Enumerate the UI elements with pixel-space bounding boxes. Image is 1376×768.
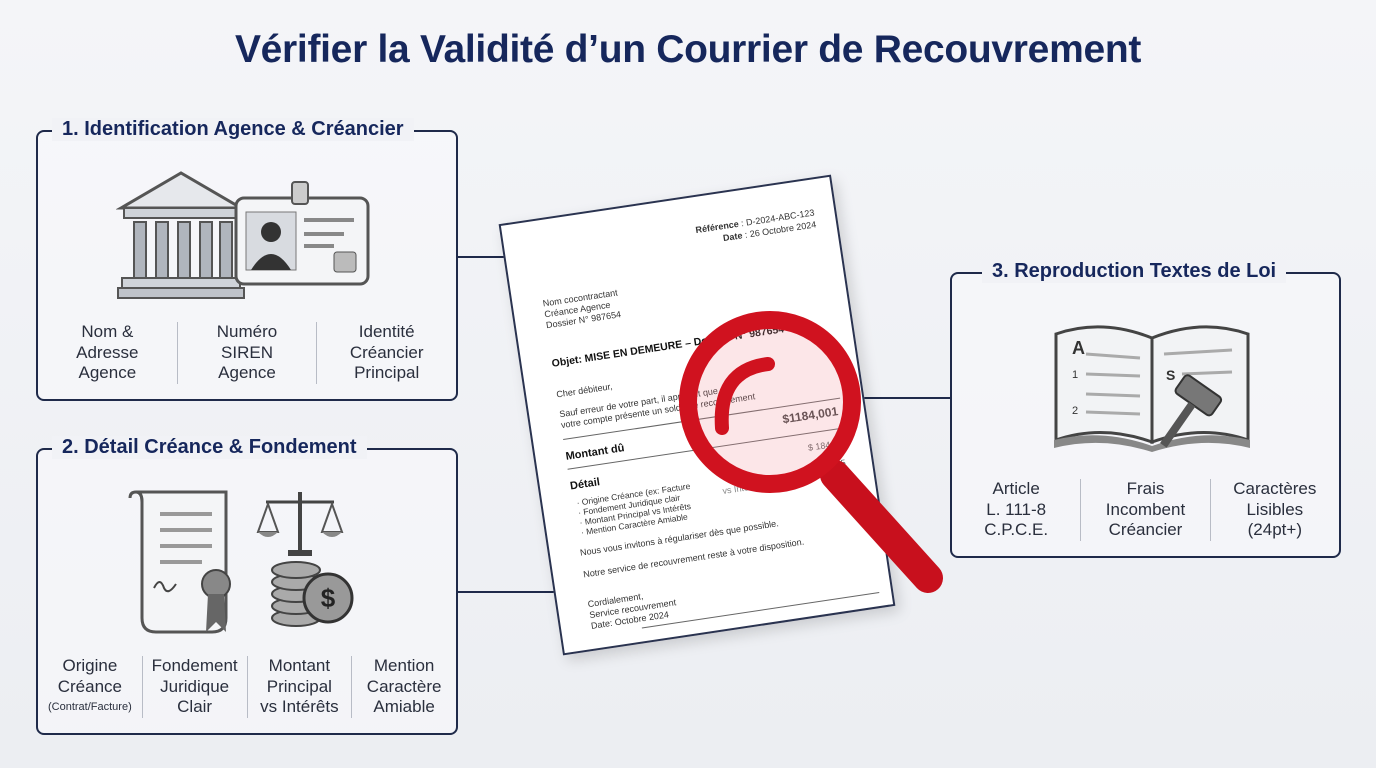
svg-text:2: 2 <box>1072 405 1078 417</box>
panel-title: 3. Reproduction Textes de Loi <box>982 260 1287 283</box>
panel-textes-loi: 3. Reproduction Textes de Loi A 1 2 S Ar… <box>950 260 1341 558</box>
panel-title: 1. Identification Agence & Créancier <box>52 118 414 141</box>
connector-line <box>457 591 565 593</box>
detail-label: Détail <box>569 476 601 493</box>
bank-building-icon <box>116 171 246 299</box>
scales-of-justice-icon <box>256 492 344 556</box>
connector-line <box>850 397 950 399</box>
connector-line <box>457 256 519 258</box>
svg-text:1: 1 <box>1072 369 1078 381</box>
svg-text:A: A <box>1072 338 1085 358</box>
coins-icon: $ <box>271 561 354 627</box>
law-book-gavel-icon: A 1 2 S <box>1054 325 1250 452</box>
id-card-icon <box>234 181 370 286</box>
letter-greeting: Cher débiteur, <box>555 381 614 400</box>
amount-due-label: Montant dû <box>564 442 626 463</box>
contract-scroll-icon <box>128 490 231 634</box>
magnifying-glass-icon <box>679 311 943 593</box>
panel-identification: 1. Identification Agence & Créancier Nom… <box>36 118 458 401</box>
panel-title: 2. Détail Créance & Fondement <box>52 436 367 459</box>
svg-text:$: $ <box>321 583 336 613</box>
svg-text:S: S <box>1166 367 1175 383</box>
page-title: Vérifier la Validité d’un Courrier de Re… <box>234 28 1142 71</box>
